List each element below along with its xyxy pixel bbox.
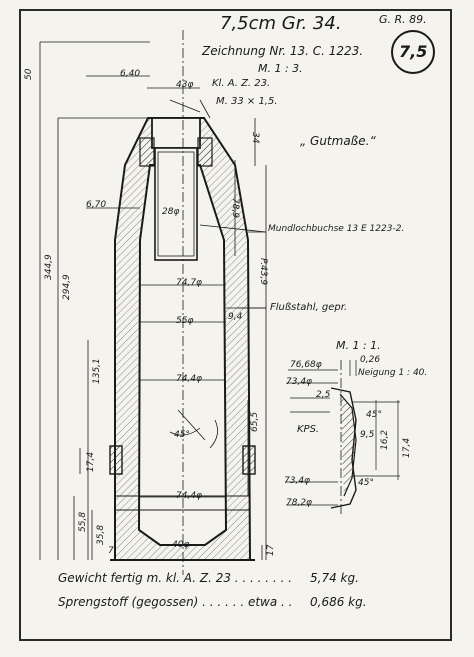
dim-439: P.43,9 bbox=[258, 258, 268, 286]
detail-d162: 16,2 bbox=[380, 429, 390, 450]
bush-label: Mundlochbuchse 13 E 1223-2. bbox=[268, 224, 405, 234]
dim-744a: 74,4φ bbox=[176, 374, 202, 384]
dim-558: 55,8 bbox=[78, 511, 88, 532]
caliber-circle bbox=[391, 30, 435, 74]
gutmasse-label: „ Gutmaße.“ bbox=[300, 134, 376, 148]
main-scale: M. 1 : 3. bbox=[258, 62, 303, 75]
weight-label: Gewicht fertig m. kl. A. Z. 23 . . . . .… bbox=[58, 571, 293, 585]
caliber-badge: 7,5 bbox=[399, 42, 428, 61]
dim-655: 65,5 bbox=[250, 411, 260, 432]
thread-label: M. 33 × 1,5. bbox=[216, 96, 278, 107]
detail-d174: 17,4 bbox=[402, 437, 412, 458]
detail-angle45b: 45° bbox=[358, 478, 374, 488]
mouth-bush-tube bbox=[154, 147, 198, 261]
fuze-label: Kl. A. Z. 23. bbox=[212, 78, 271, 89]
dim-28: 28φ bbox=[162, 207, 180, 217]
dim-358: 35,8 bbox=[96, 524, 106, 545]
dim-174: 17,4 bbox=[86, 451, 96, 472]
angle-45: 45° bbox=[174, 430, 190, 440]
dim-3449: 344,9 bbox=[44, 254, 54, 280]
detail-kps: KPS. bbox=[297, 424, 320, 435]
detail-scale: M. 1 : 1. bbox=[336, 339, 381, 352]
dim-747: 74,7φ bbox=[176, 278, 202, 288]
detail-d25: 2,5 bbox=[316, 390, 331, 400]
detail-d734b: 73,4φ bbox=[284, 476, 310, 486]
charge-value: 0,686 kg. bbox=[310, 595, 367, 609]
detail-view bbox=[286, 360, 400, 515]
bush-left bbox=[139, 137, 155, 167]
detail-d95: 9,5 bbox=[360, 430, 375, 440]
dim-40: 40φ bbox=[172, 540, 190, 550]
dim-2949: 294,9 bbox=[62, 274, 72, 300]
dim-789: 78,9 bbox=[230, 198, 240, 219]
dimension-lines bbox=[39, 41, 267, 560]
drawing-title: 7,5cm Gr. 34. bbox=[220, 13, 342, 34]
fuze-thread-area bbox=[151, 117, 201, 149]
steel-label: Flußstahl, gepr. bbox=[270, 302, 348, 313]
dim-34: 34 bbox=[250, 132, 260, 144]
detail-d782: 78,2φ bbox=[286, 498, 312, 508]
detail-d7668: 76,68φ bbox=[290, 360, 322, 370]
dim-17: 17 bbox=[266, 544, 276, 556]
dim-744b: 74,4φ bbox=[176, 491, 202, 501]
detail-d026: 0,26 bbox=[360, 355, 381, 365]
dim-55: 55φ bbox=[176, 316, 194, 326]
detail-neigung: Neigung 1 : 40. bbox=[358, 368, 428, 378]
drawing-frame bbox=[19, 9, 452, 641]
driving-band-left bbox=[109, 445, 123, 475]
dim-43: 43φ bbox=[176, 80, 194, 90]
detail-d734a: 73,4φ bbox=[286, 377, 312, 387]
dim-50: 50 bbox=[24, 68, 34, 80]
weight-value: 5,74 kg. bbox=[310, 571, 359, 585]
dim-670: 6,70 bbox=[86, 200, 107, 210]
charge-label: Sprengstoff (gegossen) . . . . . . etwa … bbox=[58, 595, 293, 609]
drawing-number: Zeichnung Nr. 13. C. 1223. bbox=[202, 44, 364, 58]
dim-7: 7 bbox=[108, 546, 114, 556]
dim-640: 6,40 bbox=[120, 69, 141, 79]
bush-right bbox=[197, 137, 213, 167]
dim-1351: 135,1 bbox=[92, 358, 102, 384]
dim-94: 9,4 bbox=[228, 312, 243, 322]
sheet-code: G. R. 89. bbox=[379, 13, 427, 26]
detail-angle45: 45° bbox=[366, 410, 382, 420]
driving-band-right bbox=[242, 445, 256, 475]
